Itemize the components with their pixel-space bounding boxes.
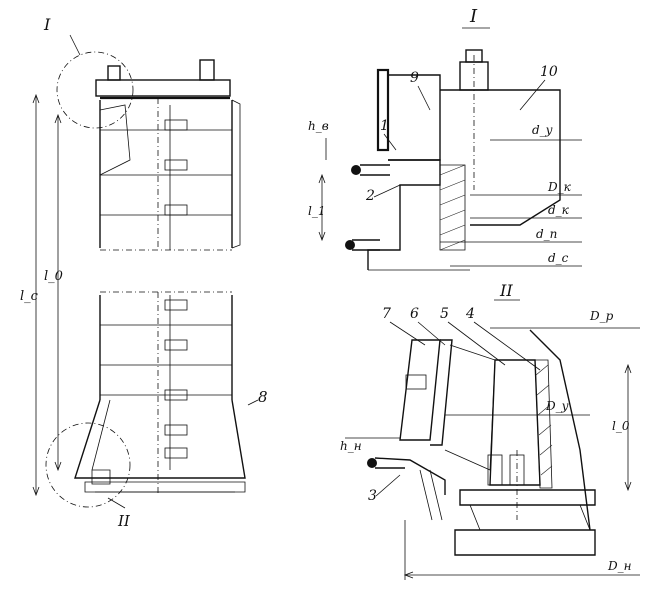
top-flange [95,79,231,97]
bottom-shell-segments [100,324,232,396]
top-inner-detail [99,104,131,176]
top-clamp-2 [164,159,188,171]
leader-9 [417,85,431,111]
dim-label-dy: d_у [532,123,553,137]
dim-arrows-l0 [54,113,62,472]
lining-block-4 [489,359,541,486]
dim-label-dn: d_п [536,227,557,241]
part-label-2: 2 [365,188,375,204]
dim-arrows-lc [32,93,40,497]
base-plate [84,481,246,493]
inclined-wall-5 [430,339,453,446]
detail-II-title: II [499,281,513,300]
leader-10 [519,79,546,111]
pipe-1-tip [351,165,361,175]
top-shell-outline [99,100,233,248]
part-label-1: 1 [380,118,389,134]
foundation [454,529,596,556]
dim-label-Dy: D_у [545,399,569,413]
leader-3 [473,321,541,371]
leader-1 [383,133,397,151]
hatched-wall [439,164,466,251]
callout-circle-I [56,51,134,129]
detail-II-view: II 7 6 5 4 3 [340,281,640,580]
dim-label-Dk: D_к [547,180,572,194]
main-view: I 8 II [20,15,268,530]
dim-arrows-l1 [318,173,326,242]
dim-label-Dp: D_p [589,309,614,323]
base-foot-left [91,469,111,485]
leader-2 [373,184,401,198]
pipe-2-tip [345,240,355,250]
bottom-clamp-4 [164,424,188,436]
callout-label-II: II [117,512,131,530]
part-label-6: 7 [382,306,391,322]
dim-label-dk: d_к [548,203,570,217]
wall-step [367,159,441,270]
callout-leader-I [69,34,81,56]
dim-label-l0-II: l_0 [612,419,630,433]
pipe-1 [360,164,390,176]
hatch-lines-I [439,164,466,251]
nozzle-tip [367,458,377,468]
part-label-9: 9 [410,70,419,86]
part-label-7: 3 [368,488,377,504]
dim-arrow-Dn [403,571,414,579]
callout-circle-II [45,422,131,508]
wall-insert [405,374,427,390]
inclined-wall-6 [399,339,441,441]
bottom-clamp-1 [164,299,188,311]
base-bolt-1 [487,454,503,486]
nozzle-7 [374,457,446,495]
leader-7 [375,474,401,497]
part-label-10: 10 [540,64,558,80]
top-bolt-left [107,65,121,81]
leader-8 [247,399,259,406]
leader-5 [417,321,446,346]
part-label-4: 5 [440,306,449,322]
detail-I-title: I [469,6,478,27]
foundation-links [469,504,591,531]
bottom-clamp-3 [164,389,188,401]
part-label-8: 8 [258,388,268,406]
top-bolt-right [199,59,215,81]
dim-label-hn: h_н [340,439,362,453]
dim-arrows-l0-II [624,363,632,492]
top-clamp-1 [164,119,188,131]
bottom-clamp-5 [164,447,188,459]
pipe-2 [352,239,380,251]
part-label-3: 4 [465,306,475,322]
top-shell-segments [100,129,232,216]
bottom-shell-outline [99,295,233,400]
dim-label-lc: l_c [20,289,39,304]
insulation-strip-3 [534,359,553,489]
flange-left [376,68,390,152]
bottom-clamp-2 [164,339,188,351]
callout-label-I: I [43,15,51,34]
base-plate-II [459,489,596,506]
cone-inner-left [91,399,111,471]
dim-label-l0: l_0 [44,269,63,284]
dim-label-Dn: D_н [607,559,632,573]
hatch-lines-3 [535,364,553,476]
callout-leader-II [107,497,126,509]
conical-base [74,399,246,479]
dim-label-l1: l_1 [308,204,325,218]
detail-I-view: I 1 2 9 10 h_в l_1 d_у [308,6,582,271]
support-rod [419,469,443,521]
body-10 [440,89,561,226]
leader-4 [447,321,506,366]
top-right-edge [231,99,241,249]
leader-6 [389,321,426,346]
chamber [444,344,496,471]
top-clamp-3 [164,204,188,216]
part-label-5: 6 [410,306,419,322]
bolt-head [465,49,483,63]
dim-label-dc: d_с [548,251,569,265]
dim-label-hb: h_в [308,119,329,133]
upper-block-9 [388,74,441,161]
